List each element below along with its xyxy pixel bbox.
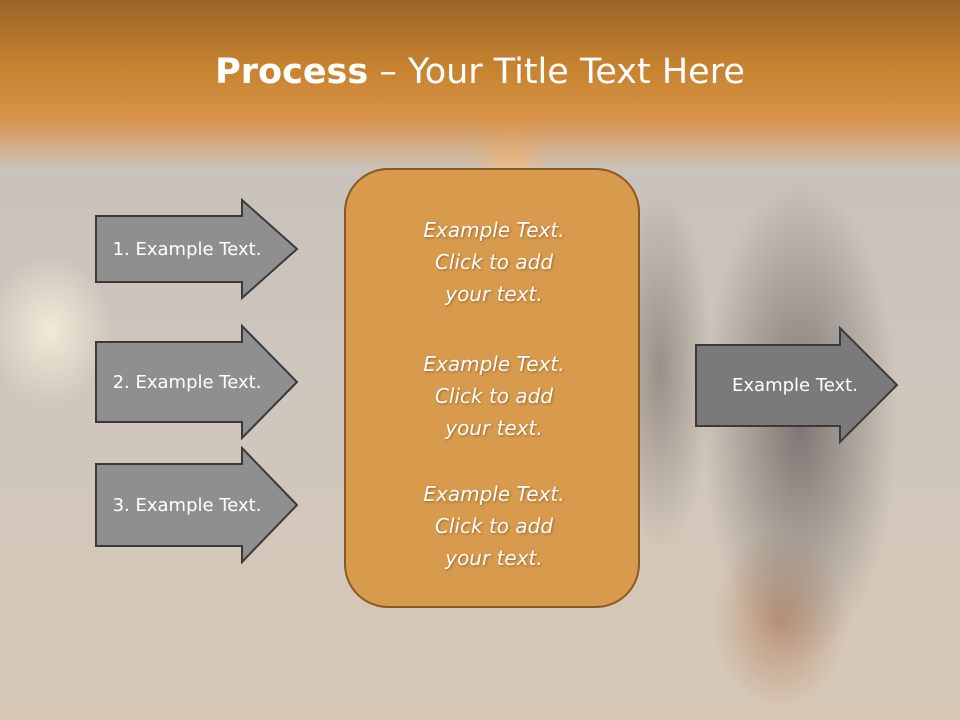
arrow-shape — [95, 197, 299, 301]
input-arrow-1[interactable]: 1. Example Text. — [95, 197, 299, 301]
process-text-line: your text. — [445, 416, 543, 440]
input-arrow-label: 1. Example Text. — [112, 238, 262, 260]
title-rest: – Your Title Text Here — [368, 52, 745, 92]
process-text-block-3[interactable]: Example Text. Click to add your text. — [346, 478, 642, 574]
input-arrow-3[interactable]: 3. Example Text. — [95, 445, 299, 565]
title-bold: Process — [215, 52, 369, 92]
process-text-line: your text. — [445, 282, 543, 306]
arrow-shape — [695, 325, 899, 445]
process-text-line: Example Text. — [423, 352, 565, 376]
process-text-line: Example Text. — [423, 218, 565, 242]
title-band — [0, 0, 960, 170]
process-box[interactable]: Example Text. Click to add your text. Ex… — [344, 168, 640, 608]
output-arrow-label: Example Text. — [732, 374, 858, 396]
process-text-line: Click to add — [434, 384, 554, 408]
input-arrow-label: 2. Example Text. — [112, 371, 262, 393]
input-arrow-label: 3. Example Text. — [112, 494, 262, 516]
process-text-block-1[interactable]: Example Text. Click to add your text. — [346, 214, 642, 310]
process-text-line: Click to add — [434, 514, 554, 538]
arrow-shape — [95, 323, 299, 441]
input-arrow-2[interactable]: 2. Example Text. — [95, 323, 299, 441]
slide-title[interactable]: Process – Your Title Text Here — [0, 52, 960, 92]
arrow-shape — [95, 445, 299, 565]
process-text-line: Click to add — [434, 250, 554, 274]
process-text-line: your text. — [445, 546, 543, 570]
output-arrow[interactable]: Example Text. — [695, 325, 899, 445]
process-text-line: Example Text. — [423, 482, 565, 506]
process-text-block-2[interactable]: Example Text. Click to add your text. — [346, 348, 642, 444]
